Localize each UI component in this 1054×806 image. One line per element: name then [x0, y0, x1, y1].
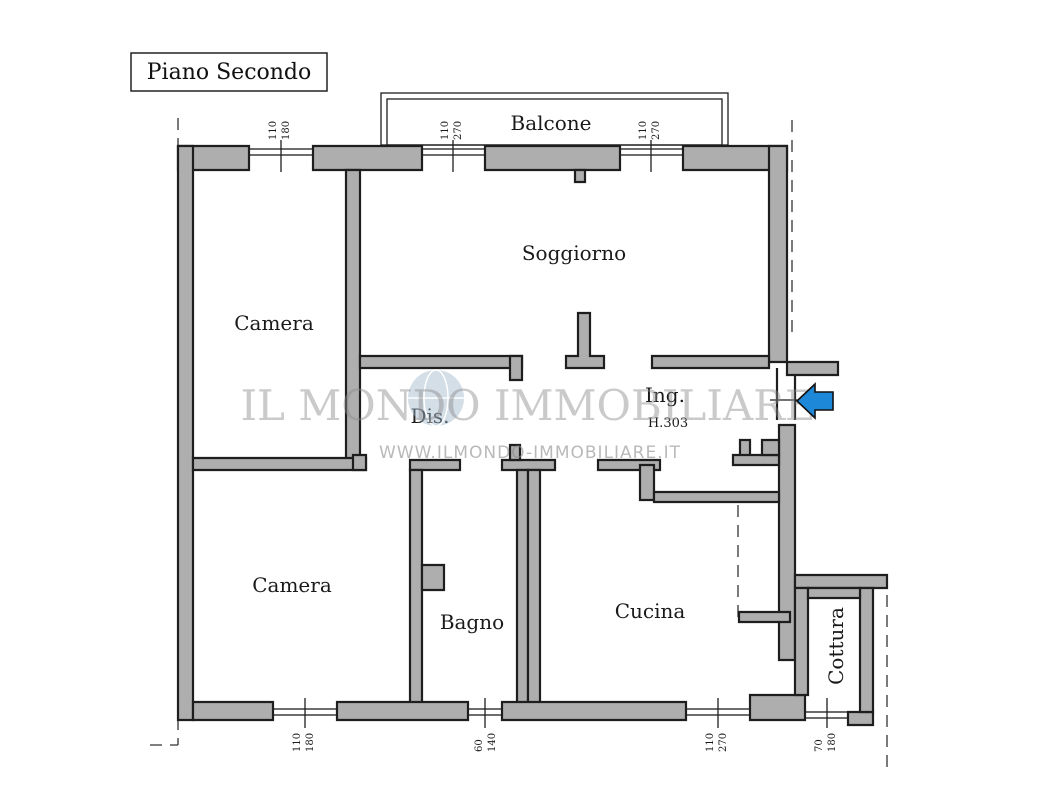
dim-top-left-b: 180 — [281, 121, 292, 140]
room-label-balcone: Balcone — [511, 111, 592, 135]
watermark-name: IL MONDO IMMOBILIARE — [240, 381, 815, 430]
dim-bottom-far-a: 70 — [814, 739, 825, 752]
dim-top-right-b: 270 — [651, 121, 662, 140]
room-label-bagno: Bagno — [440, 610, 504, 634]
bottom-wall — [191, 693, 875, 728]
title-box: Piano Secondo — [130, 52, 328, 92]
soggiorno-walls — [358, 168, 771, 382]
corridor-walls — [408, 438, 781, 472]
cucina-walls — [638, 463, 792, 624]
room-label-ingresso: Ing. — [645, 383, 685, 407]
dim-top-left-a: 110 — [268, 121, 279, 140]
room-label-cucina: Cucina — [615, 599, 686, 623]
dim-bottom-mid-a: 60 — [474, 739, 485, 752]
ceiling-height-label: H.303 — [648, 416, 688, 431]
dim-top-mid-b: 270 — [453, 121, 464, 140]
dim-top-right-a: 110 — [638, 121, 649, 140]
dim-bottom-right-a: 110 — [705, 733, 716, 752]
globe-logo-icon — [408, 369, 464, 427]
room-label-camera-top: Camera — [234, 311, 314, 335]
dim-bottom-mid-b: 140 — [487, 733, 498, 752]
bagno-walls — [408, 468, 542, 712]
watermark: IL MONDO IMMOBILIARE WWW.ILMONDO-IMMOBIL… — [240, 369, 816, 463]
right-upper-wall — [767, 144, 789, 364]
cottura-walls — [793, 586, 875, 714]
dim-top-mid-a: 110 — [440, 121, 451, 140]
room-label-soggiorno: Soggiorno — [522, 241, 626, 265]
room-label-cottura: Cottura — [824, 607, 848, 685]
dim-bottom-far-b: 180 — [827, 733, 838, 752]
dim-bottom-left-b: 180 — [305, 733, 316, 752]
watermark-url: WWW.ILMONDO-IMMOBILIARE.IT — [379, 443, 681, 463]
room-labels: Balcone Soggiorno Camera Dis. Ing. H.303… — [234, 111, 848, 685]
camera-top-walls — [191, 168, 368, 472]
room-label-dis: Dis. — [410, 404, 449, 428]
left-wall — [176, 144, 195, 722]
entrance-arrow-icon — [795, 382, 834, 420]
dimension-labels: 110 180 110 270 110 270 110 180 60 140 1… — [268, 121, 838, 752]
plan-title: Piano Secondo — [147, 60, 312, 85]
top-wall — [176, 140, 789, 172]
dim-bottom-left-a: 110 — [292, 733, 303, 752]
room-label-camera-bottom: Camera — [252, 573, 332, 597]
dim-bottom-right-b: 270 — [718, 733, 729, 752]
